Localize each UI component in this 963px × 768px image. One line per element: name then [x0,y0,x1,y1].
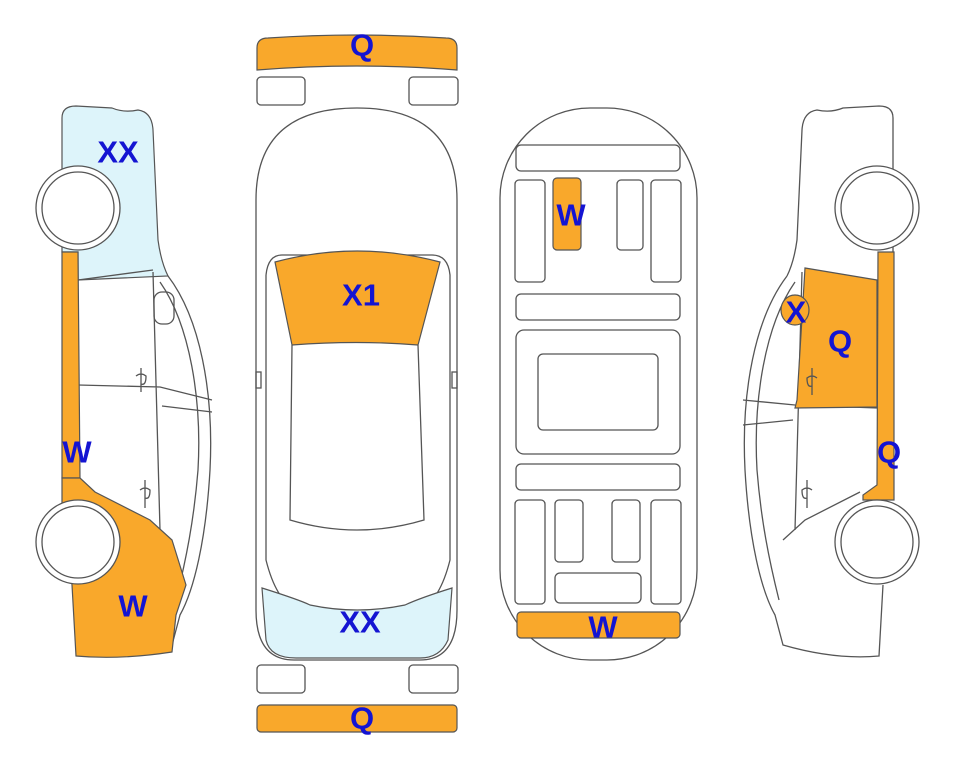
left-front-wheel-inner [41,505,115,579]
front-bumper-panel[interactable] [256,34,458,71]
left-rear-door-handle-icon [139,480,151,508]
interior-seat-panel[interactable] [552,177,582,251]
top-body-outline [255,107,458,661]
left-body-outline [167,275,212,646]
interior-front-seat-right[interactable] [611,499,641,563]
interior-seat-right[interactable] [616,179,644,251]
interior-console[interactable] [537,353,659,431]
damage-labels: Q XX X1 W X Q W Q W XX W Q [62,28,901,736]
front-right-light[interactable] [408,76,459,106]
left-front-wheel [35,499,121,585]
label-windshield: X1 [342,278,380,313]
left-mirror[interactable] [153,291,175,325]
rear-left-light[interactable] [256,664,306,694]
label-rear-glass: XX [339,605,381,640]
label-right-sill: Q [877,435,901,470]
top-left-mirror [255,371,262,389]
left-door-lines [77,269,213,531]
right-body-inner-line [755,281,796,601]
right-front-wheel [834,165,920,251]
label-interior-seat: W [556,198,586,233]
rear-glass-panel[interactable] [261,587,453,659]
right-side-view [742,105,920,658]
rear-bumper-panel[interactable] [256,704,458,733]
front-left-light[interactable] [256,76,306,106]
interior-floor-panel[interactable] [516,611,681,639]
label-left-sill: W [62,435,92,470]
interior-outline [499,107,698,661]
interior-bar-3[interactable] [554,572,642,604]
right-rear-door-handle-icon [801,480,813,508]
right-body-outline [743,275,884,658]
rear-right-light[interactable] [408,664,459,694]
left-side-view [35,105,213,658]
interior-bar-2[interactable] [515,463,681,491]
label-front-bumper: Q [350,28,374,63]
label-right-front-door: Q [828,324,852,359]
label-interior-floor: W [588,610,618,645]
top-view [255,34,459,733]
interior-rear-left-panel[interactable] [514,179,546,283]
right-rear-wheel-inner [840,505,914,579]
label-left-front-fender: W [118,589,148,624]
interior-front-seat-left[interactable] [554,499,584,563]
windshield-panel[interactable] [274,250,441,346]
label-right-side-mirror: X [786,295,807,330]
left-body-inner-line [159,281,200,601]
interior-middle-frame[interactable] [515,329,681,455]
dashboard[interactable] [515,144,681,172]
right-body-rear-outline [786,105,894,277]
interior-front-right-panel[interactable] [650,499,682,605]
left-rear-wheel-inner [41,171,115,245]
label-rear-bumper: Q [350,701,374,736]
interior-rear-right-panel[interactable] [650,179,682,283]
interior-front-left-panel[interactable] [514,499,546,605]
right-door-handle-icon [806,368,818,395]
left-rear-wheel [35,165,121,251]
right-sill-panel[interactable] [862,251,895,501]
label-left-side-rear-glass: XX [97,135,139,170]
right-mirror-panel[interactable] [780,294,810,326]
right-front-wheel-inner [840,171,914,245]
interior-view [499,107,698,661]
roof-outline [289,344,425,531]
left-door-handle-icon [135,368,147,392]
right-rear-wheel [834,499,920,585]
interior-bar-1[interactable] [515,293,681,321]
top-right-mirror [451,371,458,389]
